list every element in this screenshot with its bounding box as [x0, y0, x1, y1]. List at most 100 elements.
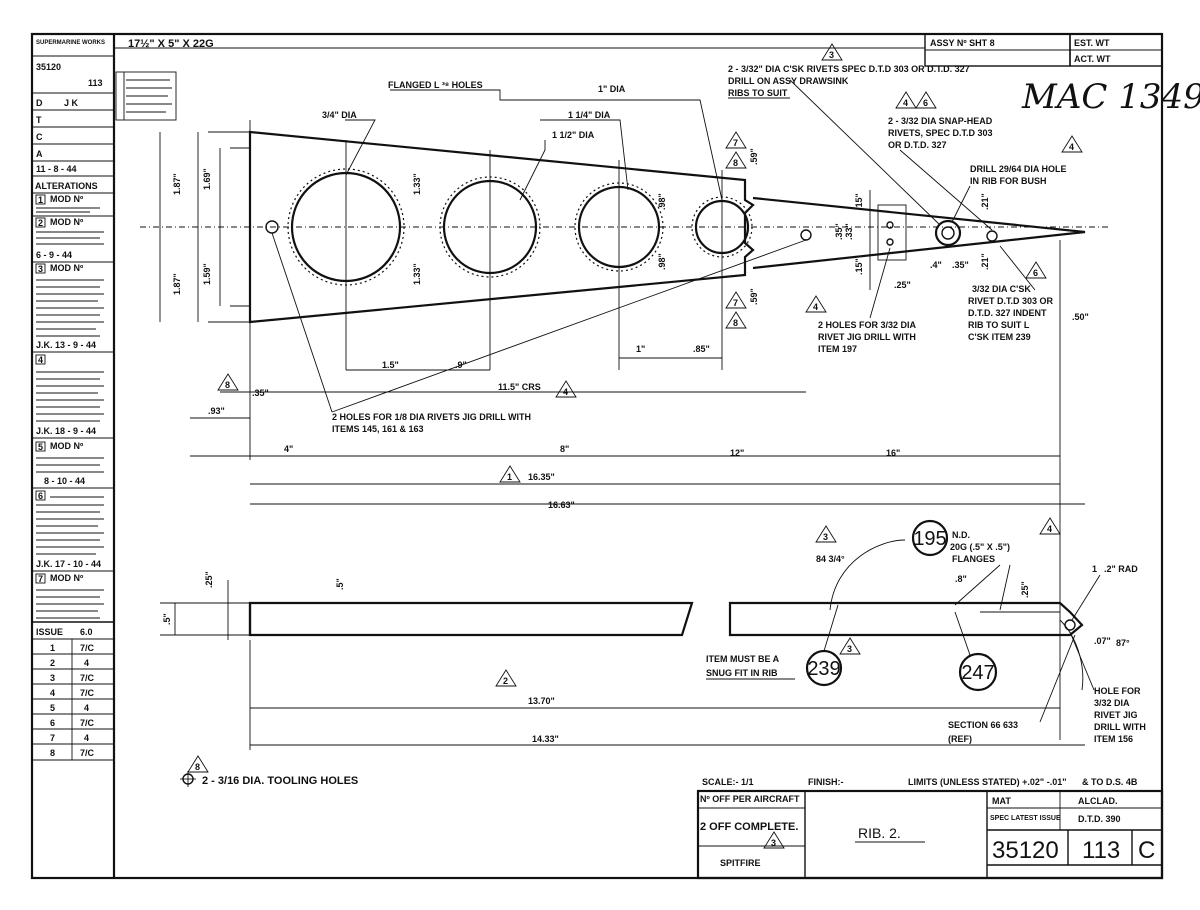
alteration-date: J.K. 13 - 9 - 44: [36, 340, 96, 350]
dia-34-label: 3/4" DIA: [322, 110, 357, 120]
section-note-2: (REF): [948, 734, 972, 744]
approved-label: A: [36, 149, 43, 159]
dim-s25: .25": [894, 280, 911, 290]
nd-note-1: N.D.: [952, 530, 970, 540]
dim-e25b: .25": [1020, 581, 1030, 598]
revision-triangle-label: 8: [733, 158, 738, 168]
revision-triangle-label: 3: [829, 50, 834, 60]
item-balloon-239: 239: [805, 604, 843, 687]
dim-h59b: .59": [749, 288, 759, 305]
tooling-holes-label: 2 - 3/16 DIA. TOOLING HOLES: [202, 775, 358, 787]
drill-bush-note-1: DRILL 29/64 DIA HOLE: [970, 164, 1067, 174]
dim-h187b: 1.87": [172, 273, 182, 295]
dim-d4: 4": [284, 444, 293, 454]
dim-d85: .85": [693, 344, 710, 354]
csk-note-3: D.T.D. 327 INDENT: [968, 308, 1047, 318]
alteration-6: 6 J.K. 17 - 10 - 44: [35, 490, 104, 569]
jig-holes-note-1: 2 HOLES FOR 1/8 DIA RIVETS JIG DRILL WIT…: [332, 412, 531, 422]
left-column: SUPERMARINE WORKS 35120 113 D J K T C A …: [32, 40, 114, 761]
issue-code: 7/C: [80, 688, 95, 698]
issue-code: 4: [84, 703, 89, 713]
issue-code: 7/C: [80, 748, 95, 758]
limits-label: LIMITS (UNLESS STATED) +.02" -.01": [908, 777, 1066, 787]
issue-number: 6: [50, 718, 55, 728]
hole-156-note-1: HOLE FOR: [1094, 686, 1141, 696]
dim-s35: .35": [834, 223, 844, 240]
alteration-text: MOD Nº: [50, 194, 84, 204]
alteration-num: 7: [38, 574, 43, 584]
issue-letter: C: [1138, 837, 1155, 864]
dim-d35: .35": [252, 388, 269, 398]
revision-triangle: 6: [915, 91, 937, 109]
issue-number: 2: [50, 658, 55, 668]
issue-code: 4: [84, 658, 89, 668]
two-holes-note-2: RIVET JIG DRILL WITH: [818, 332, 916, 342]
company-name: SUPERMARINE WORKS: [36, 40, 105, 46]
revision-triangle: 4: [895, 91, 917, 109]
dim-h59: .59": [749, 148, 759, 165]
finish-label: FINISH:-: [808, 777, 844, 787]
dim-h133: 1.33": [412, 173, 422, 195]
jig-holes-note-2: ITEMS 145, 161 & 163: [332, 424, 424, 434]
revision-triangle: 2: [495, 669, 517, 687]
dim-d115: 11.5" CRS: [498, 382, 541, 392]
dia-112-label: 1 1/2" DIA: [552, 130, 595, 140]
rad-label: .2" RAD: [1104, 564, 1138, 574]
revision-triangle: 4: [805, 295, 827, 313]
dim-d8: 8": [560, 444, 569, 454]
sheet-border: [30, 32, 1164, 880]
snug-note-2: SNUG FIT IN RIB: [706, 668, 778, 678]
left-sheet-no: 113: [88, 78, 103, 88]
revision-triangle: 8: [725, 311, 747, 329]
item-239-label: 239: [807, 658, 840, 680]
alteration-3: 3 MOD Nº J.K. 13 - 9 - 44: [35, 263, 104, 350]
revision-triangle: 4: [555, 380, 577, 398]
revision-triangle-label: 2: [503, 676, 508, 686]
alteration-text: MOD Nº: [50, 217, 84, 227]
revision-triangle-label: 4: [563, 387, 568, 397]
issue-code: 7/C: [80, 718, 95, 728]
revision-triangle-label: 3: [771, 838, 776, 848]
traced-label: T: [36, 115, 42, 125]
alteration-num: 4: [38, 355, 43, 365]
rib-edge-view: [160, 539, 1085, 750]
mat-value: ALCLAD.: [1078, 796, 1118, 806]
revision-stamp: [115, 71, 177, 121]
revision-triangle: 3: [821, 43, 843, 61]
alteration-num: 6: [38, 491, 43, 501]
revision-triangle: 7: [725, 291, 747, 309]
alteration-7: 7 MOD Nº: [35, 573, 104, 619]
revision-triangle-label: 8: [195, 762, 200, 772]
revision-triangle: 8: [217, 373, 239, 391]
assy-sheet-label: ASSY Nº SHT 8: [930, 38, 995, 48]
angle-label: 84 3/4°: [816, 554, 845, 564]
plan-view-dimensions: 1.87" 1.69" 1.87" 1.59" 1.33" 1.33" .98"…: [172, 148, 1089, 510]
revision-triangle-label: 8: [733, 318, 738, 328]
revision-triangle: 4: [1039, 517, 1061, 535]
spec-label: SPEC LATEST ISSUE: [990, 815, 1061, 822]
revision-triangle: 3: [815, 525, 837, 543]
two-holes-note-1: 2 HOLES FOR 3/32 DIA: [818, 320, 917, 330]
issue-row: 6 7/C: [50, 718, 95, 728]
dim-h187: 1.87": [172, 173, 182, 195]
dim-s33: .33": [844, 223, 854, 240]
alteration-text: MOD Nº: [50, 573, 84, 583]
hole-156-note-3: RIVET JIG: [1094, 710, 1138, 720]
mat-label: MAT: [992, 796, 1011, 806]
dim-d15: 1.5": [382, 360, 399, 370]
alteration-1: 1 MOD Nº: [35, 194, 100, 213]
section-note-1: SECTION 66 633: [948, 720, 1018, 730]
revision-triangle-label: 4: [1069, 142, 1074, 152]
revision-triangle: 3: [763, 831, 785, 849]
revision-triangle: 8: [187, 755, 209, 773]
alteration-text: MOD Nº: [50, 263, 84, 273]
alteration-text: MOD Nº: [50, 441, 84, 451]
issue-title: ISSUE: [36, 627, 63, 637]
revision-triangle-label: 3: [847, 644, 852, 654]
drawing-mark: MAC 1349: [1021, 77, 1200, 117]
dim-s50: .50": [1072, 312, 1089, 322]
